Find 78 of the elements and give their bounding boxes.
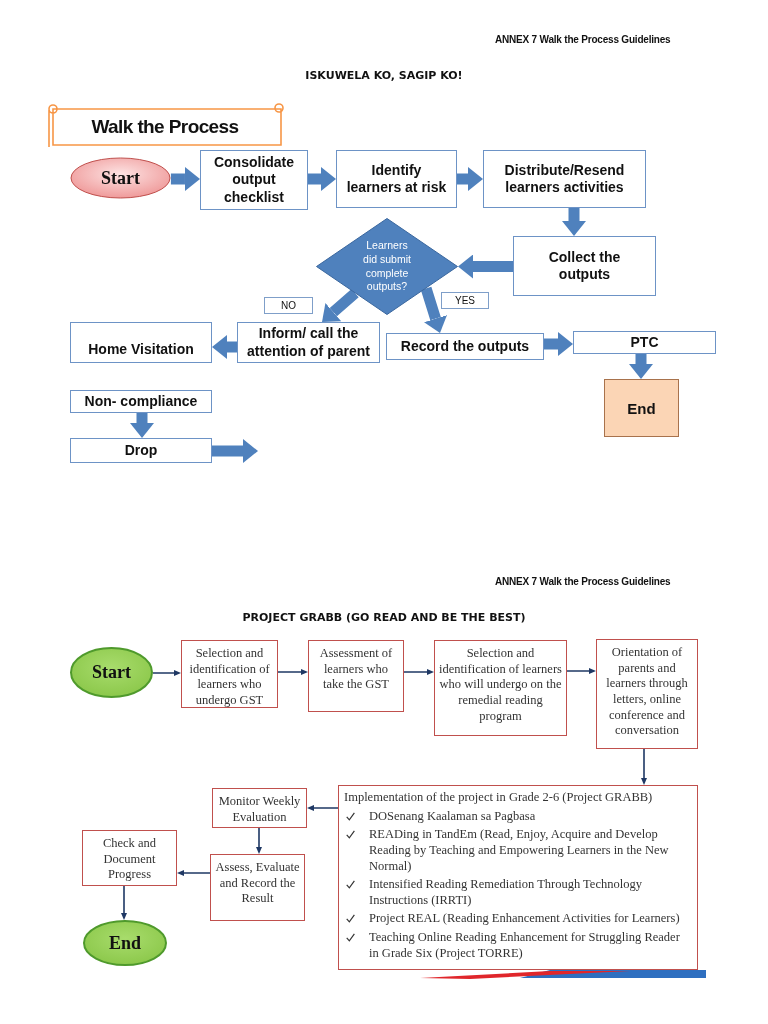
process-box	[596, 639, 698, 749]
process-box	[82, 830, 177, 886]
step-label: Inform/ call the attention of parent	[246, 325, 371, 360]
block-arrow	[562, 208, 586, 236]
arrow	[121, 885, 127, 921]
block-arrow	[170, 167, 200, 191]
terminal-oval	[70, 157, 171, 199]
terminal-label: End	[109, 932, 141, 954]
step-label: Assessment of learners who take the GST	[318, 646, 394, 693]
process-box	[210, 854, 305, 921]
banner-title: Walk the Process	[91, 115, 239, 138]
process-box	[308, 640, 404, 712]
process-box	[181, 640, 278, 708]
terminal-oval	[83, 920, 167, 966]
list-heading: Implementation of the project in Grade 2-6 (Project GRABB)	[344, 790, 654, 806]
block-arrow	[629, 354, 653, 379]
arrow	[176, 870, 211, 876]
header-text: ANNEX 7 Walk the Process Guidelines	[495, 34, 671, 45]
step-label: Drop	[124, 441, 158, 460]
process-box	[70, 322, 212, 363]
block-arrow	[544, 332, 573, 356]
process-box	[200, 150, 308, 210]
step-label: Non- compliance	[84, 392, 198, 411]
arrow	[566, 668, 597, 674]
edge-label: YES	[441, 292, 489, 309]
step-label: Orientation of parents and learners through letters, online conference and conversation	[605, 645, 689, 739]
process-box	[237, 322, 380, 363]
terminal-oval	[70, 647, 153, 698]
step-label: Distribute/Resend learners activities	[503, 161, 626, 197]
header-text: ANNEX 7 Walk the Process Guidelines	[495, 576, 671, 587]
step-label: Selection and identification of learners who will undergo on the remedial reading program	[439, 646, 562, 725]
arrow	[306, 805, 339, 811]
step-label: PTC	[630, 333, 659, 352]
arrow	[641, 748, 647, 786]
list-panel	[338, 785, 698, 970]
block-arrow	[458, 254, 513, 279]
block-arrow	[308, 167, 336, 191]
list-item-text: Teaching Online Reading Enhancement for Struggling Reader in Grade Six (Project TORRE)	[369, 930, 681, 962]
banner-scroll	[45, 103, 285, 148]
block-arrow	[420, 286, 447, 335]
block-arrow	[130, 413, 154, 438]
process-box	[386, 333, 544, 360]
step-label: Record the outputs	[400, 337, 530, 356]
title-text: ISKUWELA KO, SAGIP KO!	[305, 69, 463, 82]
process-box	[513, 236, 656, 296]
step-label: Home Visitation	[88, 340, 194, 358]
process-box	[70, 438, 212, 463]
decision-label: Learners did submit complete outputs?	[362, 238, 412, 295]
terminal-label: Start	[101, 167, 140, 189]
terminal-box	[604, 379, 679, 437]
step-label: Monitor Weekly Evaluation	[217, 794, 302, 826]
list-item-text: READing in TandEm (Read, Enjoy, Acquire and Develop Reading by Teaching and Empowering Learners in the New Normal)	[369, 827, 670, 875]
heading-text: PROJECT GRABB (GO READ AND BE THE BEST)	[242, 611, 526, 624]
arrow	[403, 669, 435, 675]
step-label: Assess, Evaluate and Record the Result	[215, 860, 300, 907]
list-item-text: Project REAL (Reading Enhancement Activities for Learners)	[369, 911, 681, 927]
step-label: Identify learners at risk	[345, 161, 448, 197]
step-label: Collect the outputs	[547, 248, 622, 284]
edge-label: NO	[264, 297, 313, 314]
process-box	[70, 390, 212, 413]
step-label: End	[627, 399, 656, 417]
block-arrow	[212, 439, 258, 463]
list-item-text: DOSenang Kaalaman sa Pagbasa	[369, 808, 537, 825]
process-box	[336, 150, 457, 208]
arrow	[277, 669, 309, 675]
arrow	[152, 670, 182, 676]
process-box	[212, 788, 307, 828]
process-box	[434, 640, 567, 736]
process-box	[483, 150, 646, 208]
step-label: Selection and identification of learners who undergo GST	[188, 646, 271, 709]
list-item-text: Intensified Reading Remediation Through Technology Instructions (IRRTI)	[369, 877, 643, 909]
terminal-label: Start	[92, 662, 131, 683]
step-label: Consolidate output checklist	[212, 154, 296, 206]
step-label: Check and Document Progress	[101, 836, 158, 883]
block-arrow	[457, 167, 483, 191]
process-box	[573, 331, 716, 354]
arrow	[256, 827, 262, 855]
block-arrow	[212, 335, 237, 359]
